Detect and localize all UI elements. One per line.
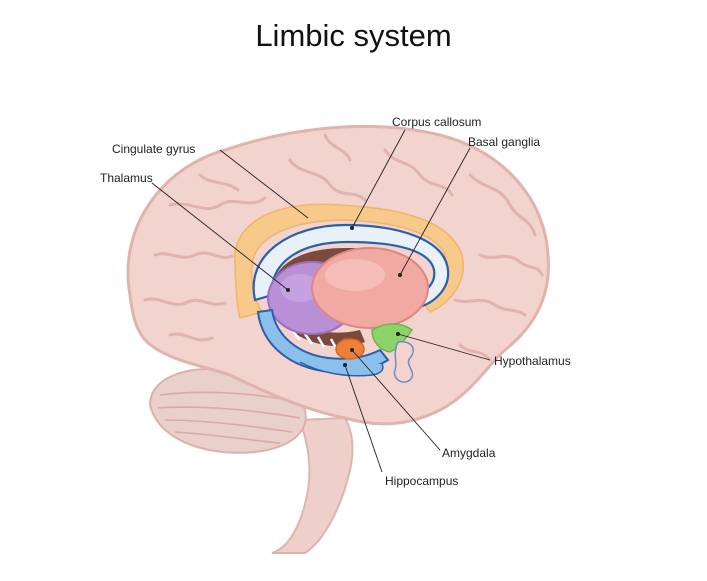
pituitary [393, 340, 414, 383]
label-amygdala: Amygdala [442, 446, 496, 460]
brain-folds [143, 133, 544, 362]
hippocampus [256, 308, 390, 374]
label-corpus-callosum: Corpus callosum [392, 115, 481, 129]
leader-lines [151, 129, 491, 473]
label-cingulate-gyrus: Cingulate gyrus [112, 142, 195, 156]
label-hippocampus: Hippocampus [385, 474, 458, 488]
diagram-title: Limbic system [255, 18, 452, 53]
label-hypothalamus: Hypothalamus [494, 354, 571, 368]
label-basal-ganglia: Basal ganglia [468, 135, 540, 149]
label-thalamus: Thalamus [100, 171, 153, 185]
amygdala [335, 338, 365, 360]
striped-region [280, 315, 365, 349]
brainstem [271, 416, 354, 554]
